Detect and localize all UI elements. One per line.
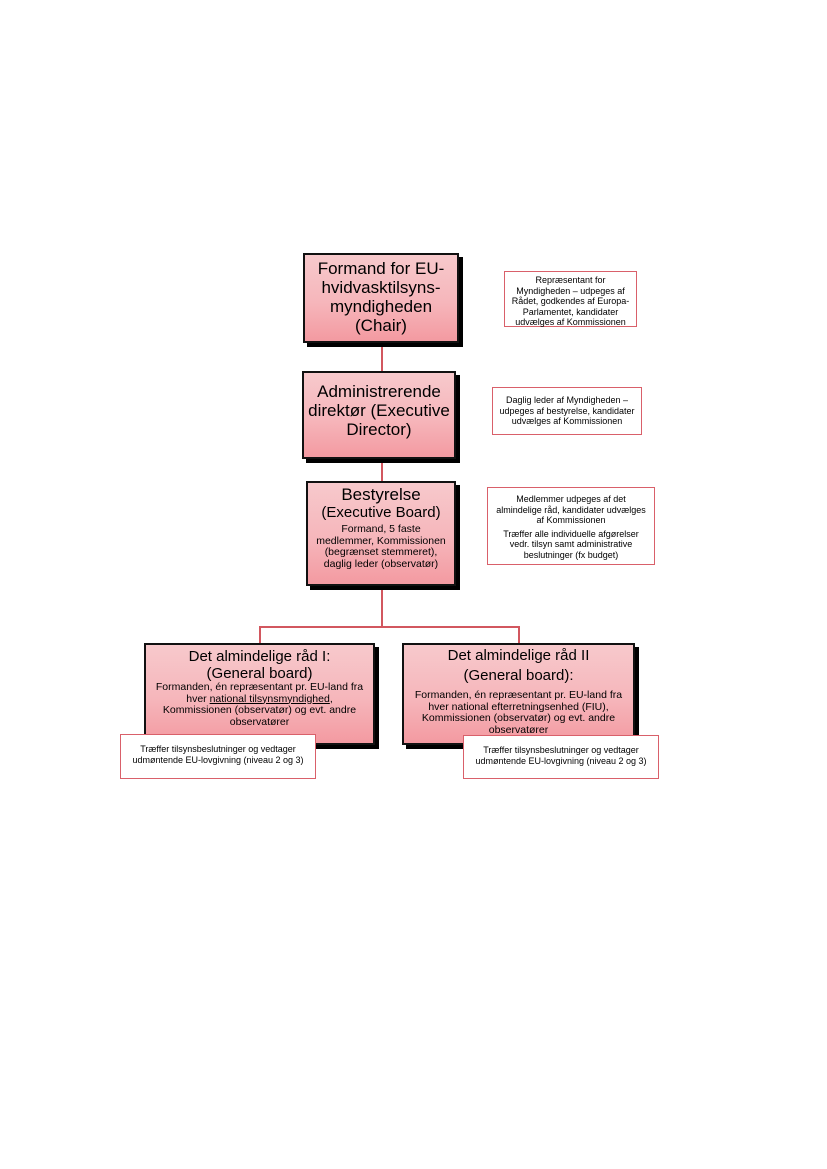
executive-director-title: Administrerende direktør (Executive Dire… [308, 382, 450, 439]
general-board-1-desc-part-2: , Kommissionen (observatør) og evt. andr… [162, 692, 357, 728]
connector-board-down [381, 586, 383, 627]
chair-box: Formand for EU-hvidvasktilsyns-myndighed… [303, 253, 459, 343]
chair-note-text: Repræsentant for Myndigheden – udpeges a… [511, 275, 630, 327]
general-board-2-title-2: (General board): [463, 667, 574, 684]
executive-board-description: Formand, 5 faste medlemmer, Kommissionen… [316, 523, 446, 570]
connector-chair-director [381, 343, 383, 371]
general-board-2-note-text: Træffer tilsynsbeslutninger og vedtager … [475, 745, 647, 766]
executive-board-box: Bestyrelse (Executive Board) Formand, 5 … [306, 481, 456, 586]
general-board-1-box: Det almindelige råd I: (General board) F… [144, 643, 375, 745]
connector-right-drop [518, 626, 520, 645]
general-board-1-description: Formanden, én repræsentant pr. EU-land f… [146, 681, 373, 728]
executive-board-note: Medlemmer udpeges af det almindelige råd… [487, 487, 655, 565]
chair-note: Repræsentant for Myndigheden – udpeges a… [504, 271, 637, 327]
general-board-1-desc-part-1: Formanden, én repræsentant pr. EU-land f… [155, 681, 364, 705]
general-board-2-title-1: Det almindelige råd II [447, 647, 590, 664]
executive-director-box: Administrerende direktør (Executive Dire… [302, 371, 456, 459]
chair-title: Formand for EU-hvidvasktilsyns-myndighed… [317, 259, 445, 335]
general-board-1-title-1: Det almindelige råd I: [188, 648, 331, 665]
executive-board-note-line-1: Medlemmer udpeges af det almindelige råd… [496, 494, 646, 525]
general-board-1-note-text: Træffer tilsynsbeslutninger og vedtager … [132, 744, 304, 765]
executive-board-note-line-2: Træffer alle individuelle afgørelser ved… [503, 528, 639, 560]
connector-director-board [381, 459, 383, 482]
general-board-1-title-2: (General board) [206, 665, 313, 682]
executive-director-note: Daglig leder af Myndigheden – udpeges af… [492, 387, 642, 435]
general-board-2-note: Træffer tilsynsbeslutninger og vedtager … [463, 735, 659, 779]
executive-board-title-2: (Executive Board) [321, 504, 441, 521]
general-board-2-box: Det almindelige råd II (General board): … [402, 643, 635, 745]
general-board-1-note: Træffer tilsynsbeslutninger og vedtager … [120, 734, 316, 779]
connector-horizontal [259, 626, 520, 628]
executive-board-title-1: Bestyrelse [341, 485, 421, 504]
general-board-2-description: Formanden, én repræsentant pr. EU-land f… [414, 689, 623, 736]
executive-director-note-text: Daglig leder af Myndigheden – udpeges af… [499, 395, 635, 426]
general-board-1-desc-underlined: national tilsynsmyndighed [209, 692, 330, 705]
connector-left-drop [259, 626, 261, 645]
